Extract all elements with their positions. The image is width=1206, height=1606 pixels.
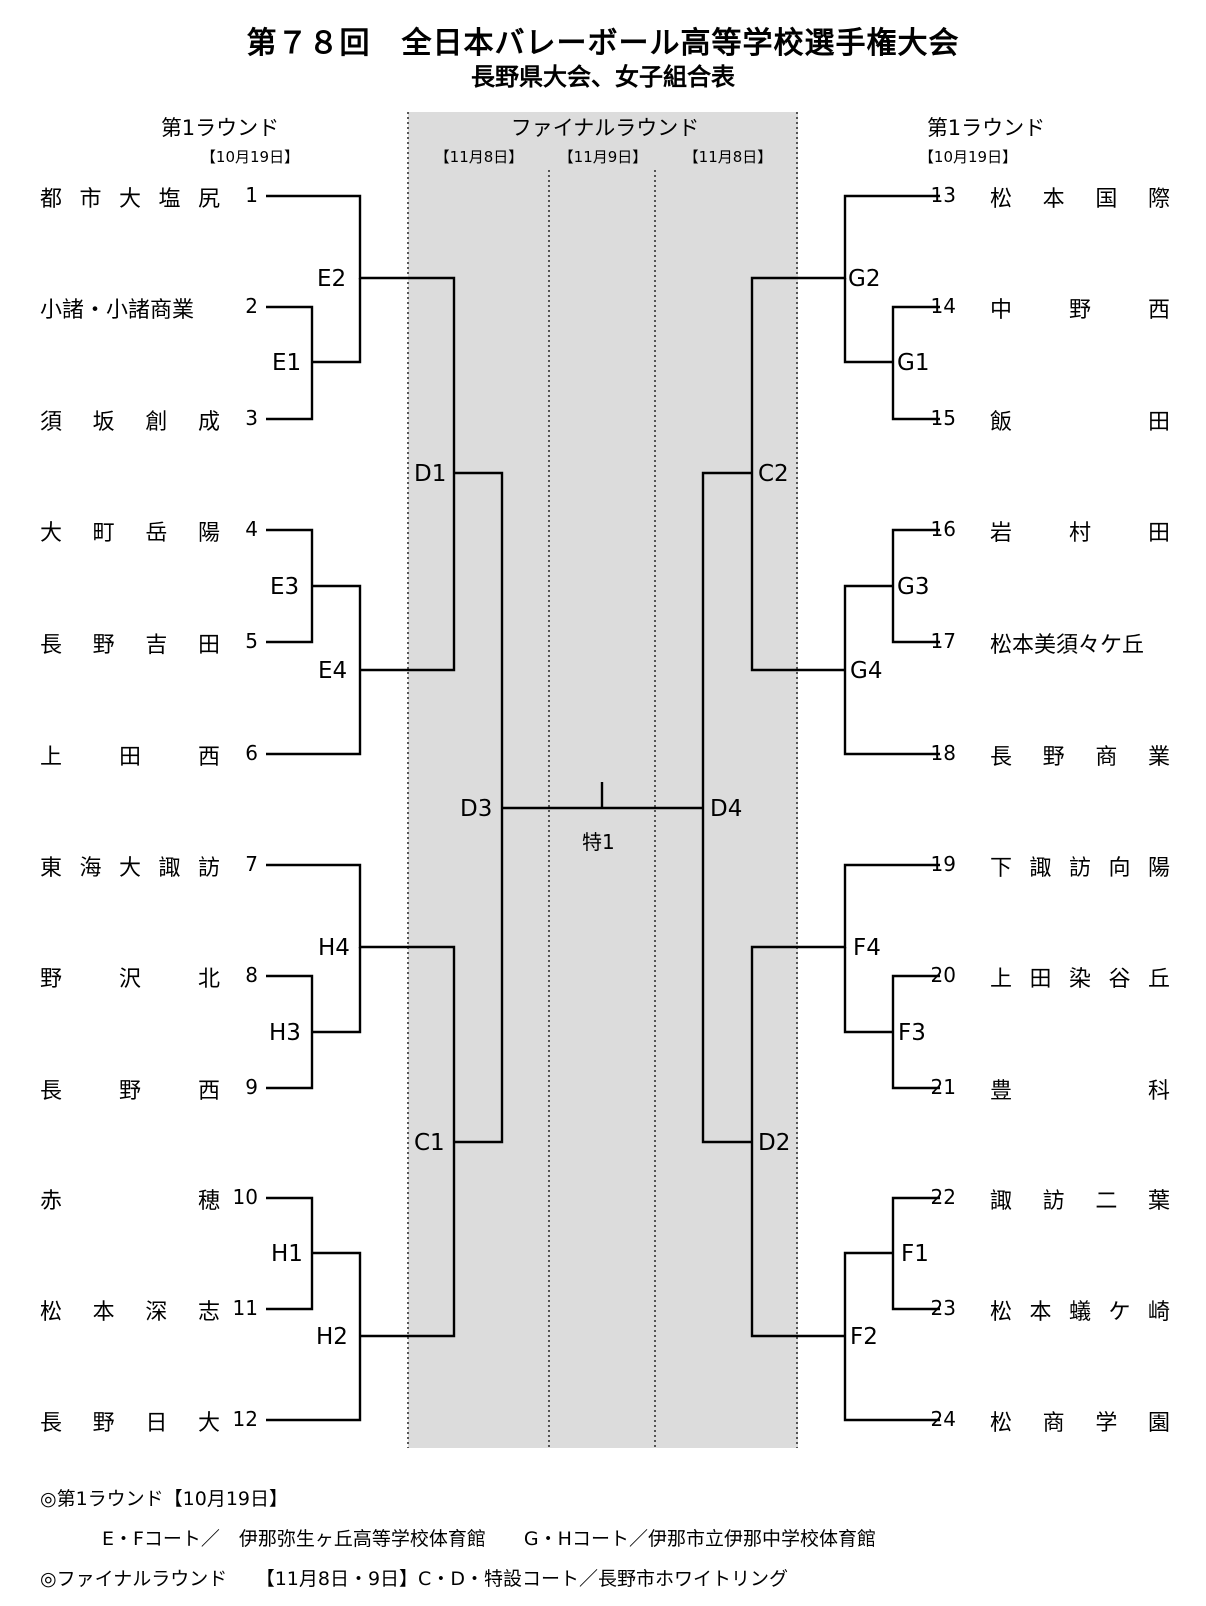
left-round-date: 【10月19日】 [200,148,300,166]
match-code-E2: E2 [317,266,347,292]
right-round-date: 【10月19日】 [918,148,1018,166]
match-code-H4: H4 [318,935,350,961]
final-round-area [408,112,798,1448]
team-name: 松本美須々ケ丘 [990,633,1145,658]
team-name: 下諏訪向陽 [990,856,1170,881]
team-number: 16 [930,517,956,541]
match-code-D1: D1 [414,461,447,487]
match-code-D4: D4 [710,796,743,822]
match-code-G4: G4 [850,658,883,684]
page-subtitle: 長野県大会、女子組合表 [471,63,735,91]
team-name: 須坂創成 [40,410,220,435]
team-name: 東海大諏訪 [40,856,220,881]
team-name: 松商学園 [990,1411,1170,1436]
note-final-round: ◎ファイナルラウンド 【11月8日・9日】C・D・特設コート／長野市ホワイトリン… [40,1568,788,1590]
team-number: 14 [930,294,956,318]
team-number: 2 [245,294,258,318]
team-number: 12 [232,1407,258,1431]
team-name: 上田染谷丘 [990,967,1170,992]
match-code-F3: F3 [898,1020,926,1046]
note-first-round-venues: E・Fコート／ 伊那弥生ヶ丘高等学校体育館 G・Hコート／伊那市立伊那中学校体育… [102,1528,876,1550]
team-name: 上田西 [40,745,220,770]
team-number: 11 [232,1296,258,1320]
match-code-C2: C2 [758,461,789,487]
match-code-C1: C1 [414,1130,445,1156]
team-number: 19 [930,852,956,876]
team-number: 7 [245,852,258,876]
team-number: 1 [245,183,258,207]
match-code-D2: D2 [758,1130,791,1156]
team-name: 長野日大 [40,1411,220,1436]
match-code-D3: D3 [460,796,493,822]
team-number: 21 [930,1075,956,1099]
final-round-header: ファイナルラウンド [510,116,700,140]
team-number: 4 [245,517,258,541]
team-name: 長野商業 [990,745,1170,770]
team-number: 22 [930,1185,956,1209]
team-number: 13 [930,183,956,207]
page-title: 第７８回 全日本バレーボール高等学校選手権大会 [246,26,960,61]
team-name: 都市大塩尻 [40,187,220,212]
team-name: 豊科 [990,1079,1170,1104]
team-number: 15 [930,406,956,430]
left-round-header: 第1ラウンド [160,116,280,140]
team-number: 17 [930,629,956,653]
team-name: 長野西 [40,1079,220,1104]
team-name: 中野西 [990,298,1170,323]
team-name: 飯田 [990,410,1170,435]
match-code-G2: G2 [848,266,881,292]
team-number: 5 [245,629,258,653]
team-name: 赤穂 [40,1189,220,1214]
match-code-E4: E4 [318,658,348,684]
match-code-E3: E3 [270,574,300,600]
right-round-header: 第1ラウンド [926,116,1046,140]
final-round-date-1: 【11月8日】 [434,148,524,166]
team-name: 大町岳陽 [40,521,220,546]
match-code-F4: F4 [853,935,881,961]
match-code-H1: H1 [271,1241,303,1267]
team-name: 松本蟻ケ崎 [990,1300,1170,1325]
team-number: 3 [245,406,258,430]
team-number: 6 [245,741,258,765]
match-code-F1: F1 [901,1241,929,1267]
team-number: 24 [930,1407,956,1431]
match-code-final: 特1 [582,830,615,854]
team-name: 長野吉田 [40,633,220,658]
match-code-G1: G1 [897,350,930,376]
team-number: 23 [930,1296,956,1320]
team-name: 諏訪二葉 [990,1189,1170,1214]
team-name: 野沢北 [40,967,220,992]
team-name: 松本深志 [40,1300,220,1325]
team-number: 20 [930,963,956,987]
match-code-H2: H2 [316,1324,348,1350]
team-name: 小諸・小諸商業 [40,298,195,323]
team-number: 10 [232,1185,258,1209]
match-code-F2: F2 [850,1324,878,1350]
team-name: 松本国際 [990,187,1170,212]
team-number: 18 [930,741,956,765]
team-name: 岩村田 [990,521,1170,546]
final-round-date-2: 【11月9日】 [558,148,648,166]
team-number: 9 [245,1075,258,1099]
match-code-H3: H3 [269,1020,301,1046]
match-code-E1: E1 [272,350,302,376]
match-code-G3: G3 [897,574,930,600]
note-first-round: ◎第1ラウンド【10月19日】 [40,1488,289,1510]
team-number: 8 [245,963,258,987]
final-round-date-3: 【11月8日】 [683,148,773,166]
